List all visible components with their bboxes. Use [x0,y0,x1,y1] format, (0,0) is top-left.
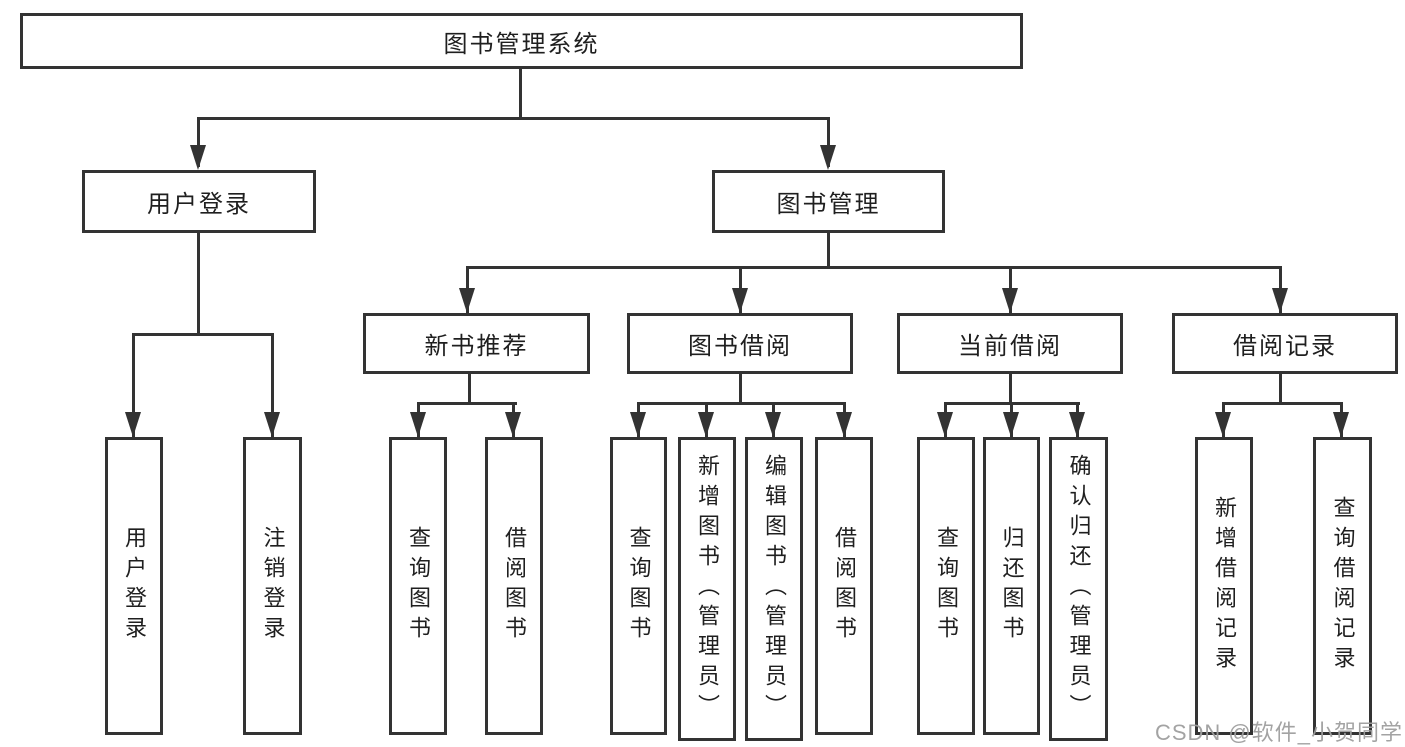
leaf-add-books-admin: 新增图书（管理员） [678,437,736,741]
leaf-borrow-books-recommend: 借阅图书 [485,437,543,735]
leaf-label: 用户登录 [122,526,147,646]
connector-drop-login-leaf [132,333,135,437]
arrow-down-icon [1002,288,1018,313]
connector-book-borrow-stem [739,374,742,405]
arrow-down-icon [698,412,714,437]
leaf-logout: 注销登录 [243,437,302,735]
arrow-down-icon [630,412,646,437]
node-user-login: 用户登录 [82,170,316,233]
csdn-watermark: CSDN @软件_小贺同学 [1154,720,1403,745]
arrow-down-icon [1003,412,1019,437]
arrow-down-icon [1333,412,1349,437]
connector-book-management-stem [827,233,830,269]
leaf-query-books-borrow: 查询图书 [610,437,667,735]
node-book-borrow-label: 图书借阅 [688,333,792,360]
connector-user-login-stem [197,233,200,336]
connector-book-borrow-horizontal [637,402,846,405]
connector-current-borrow-stem [1009,374,1012,405]
leaf-label: 借阅图书 [502,526,527,646]
leaf-return-books: 归还图书 [983,437,1040,735]
arrow-down-icon [125,412,141,437]
node-new-book-recommend-label: 新书推荐 [424,333,529,360]
leaf-query-books-recommend: 查询图书 [389,437,447,735]
node-current-borrow: 当前借阅 [897,313,1123,374]
leaf-label: 借阅图书 [832,526,857,646]
leaf-label: 新增图书（管理员） [695,454,720,724]
arrow-down-icon [820,145,836,170]
node-user-login-label: 用户登录 [147,191,251,218]
leaf-label: 归还图书 [999,526,1025,646]
leaf-label: 查询图书 [934,526,959,646]
leaf-query-books-current: 查询图书 [917,437,975,735]
node-book-borrow: 图书借阅 [627,313,853,374]
arrow-down-icon [410,412,426,437]
leaf-label: 新增借阅记录 [1212,496,1237,676]
arrow-down-icon [765,412,781,437]
connector-drop-book-management [827,117,830,167]
leaf-add-borrow-record: 新增借阅记录 [1195,437,1253,735]
arrow-down-icon [190,145,206,170]
node-new-book-recommend: 新书推荐 [363,313,590,374]
leaf-query-borrow-record: 查询借阅记录 [1313,437,1372,735]
arrow-down-icon [1215,412,1231,437]
leaf-borrow-books: 借阅图书 [815,437,873,735]
connector-new-books-horizontal [417,402,517,405]
leaf-confirm-return-admin: 确认归还（管理员） [1049,437,1108,741]
leaf-label: 查询图书 [406,526,431,646]
connector-level2-horizontal [466,266,1282,269]
node-book-management-label: 图书管理 [776,191,881,218]
arrow-down-icon [836,412,852,437]
node-current-borrow-label: 当前借阅 [958,333,1062,360]
arrow-down-icon [505,412,521,437]
arrow-down-icon [264,412,280,437]
leaf-label: 查询借阅记录 [1330,496,1356,676]
leaf-user-login: 用户登录 [105,437,163,735]
connector-new-books-stem [468,374,471,405]
arrow-down-icon [1272,288,1288,313]
leaf-label: 查询图书 [626,526,652,646]
connector-level1-horizontal [197,117,830,120]
leaf-label: 注销登录 [260,526,286,646]
arrow-down-icon [459,288,475,313]
arrow-down-icon [732,288,748,313]
leaf-label: 确认归还（管理员） [1066,454,1092,724]
connector-drop-user-login [197,117,200,167]
leaf-label: 编辑图书（管理员） [762,454,787,724]
node-root: 图书管理系统 [20,13,1023,69]
node-book-management: 图书管理 [712,170,945,233]
arrow-down-icon [1069,412,1085,437]
connector-borrow-records-horizontal [1222,402,1343,405]
arrow-down-icon [937,412,953,437]
node-root-label: 图书管理系统 [443,30,600,58]
connector-drop-logout-leaf [271,333,274,437]
connector-user-login-horizontal [132,333,274,336]
connector-root-stem [519,69,522,119]
node-borrow-records: 借阅记录 [1172,313,1398,374]
node-borrow-records-label: 借阅记录 [1233,333,1337,360]
connector-borrow-records-stem [1279,374,1282,405]
leaf-edit-books-admin: 编辑图书（管理员） [745,437,803,741]
